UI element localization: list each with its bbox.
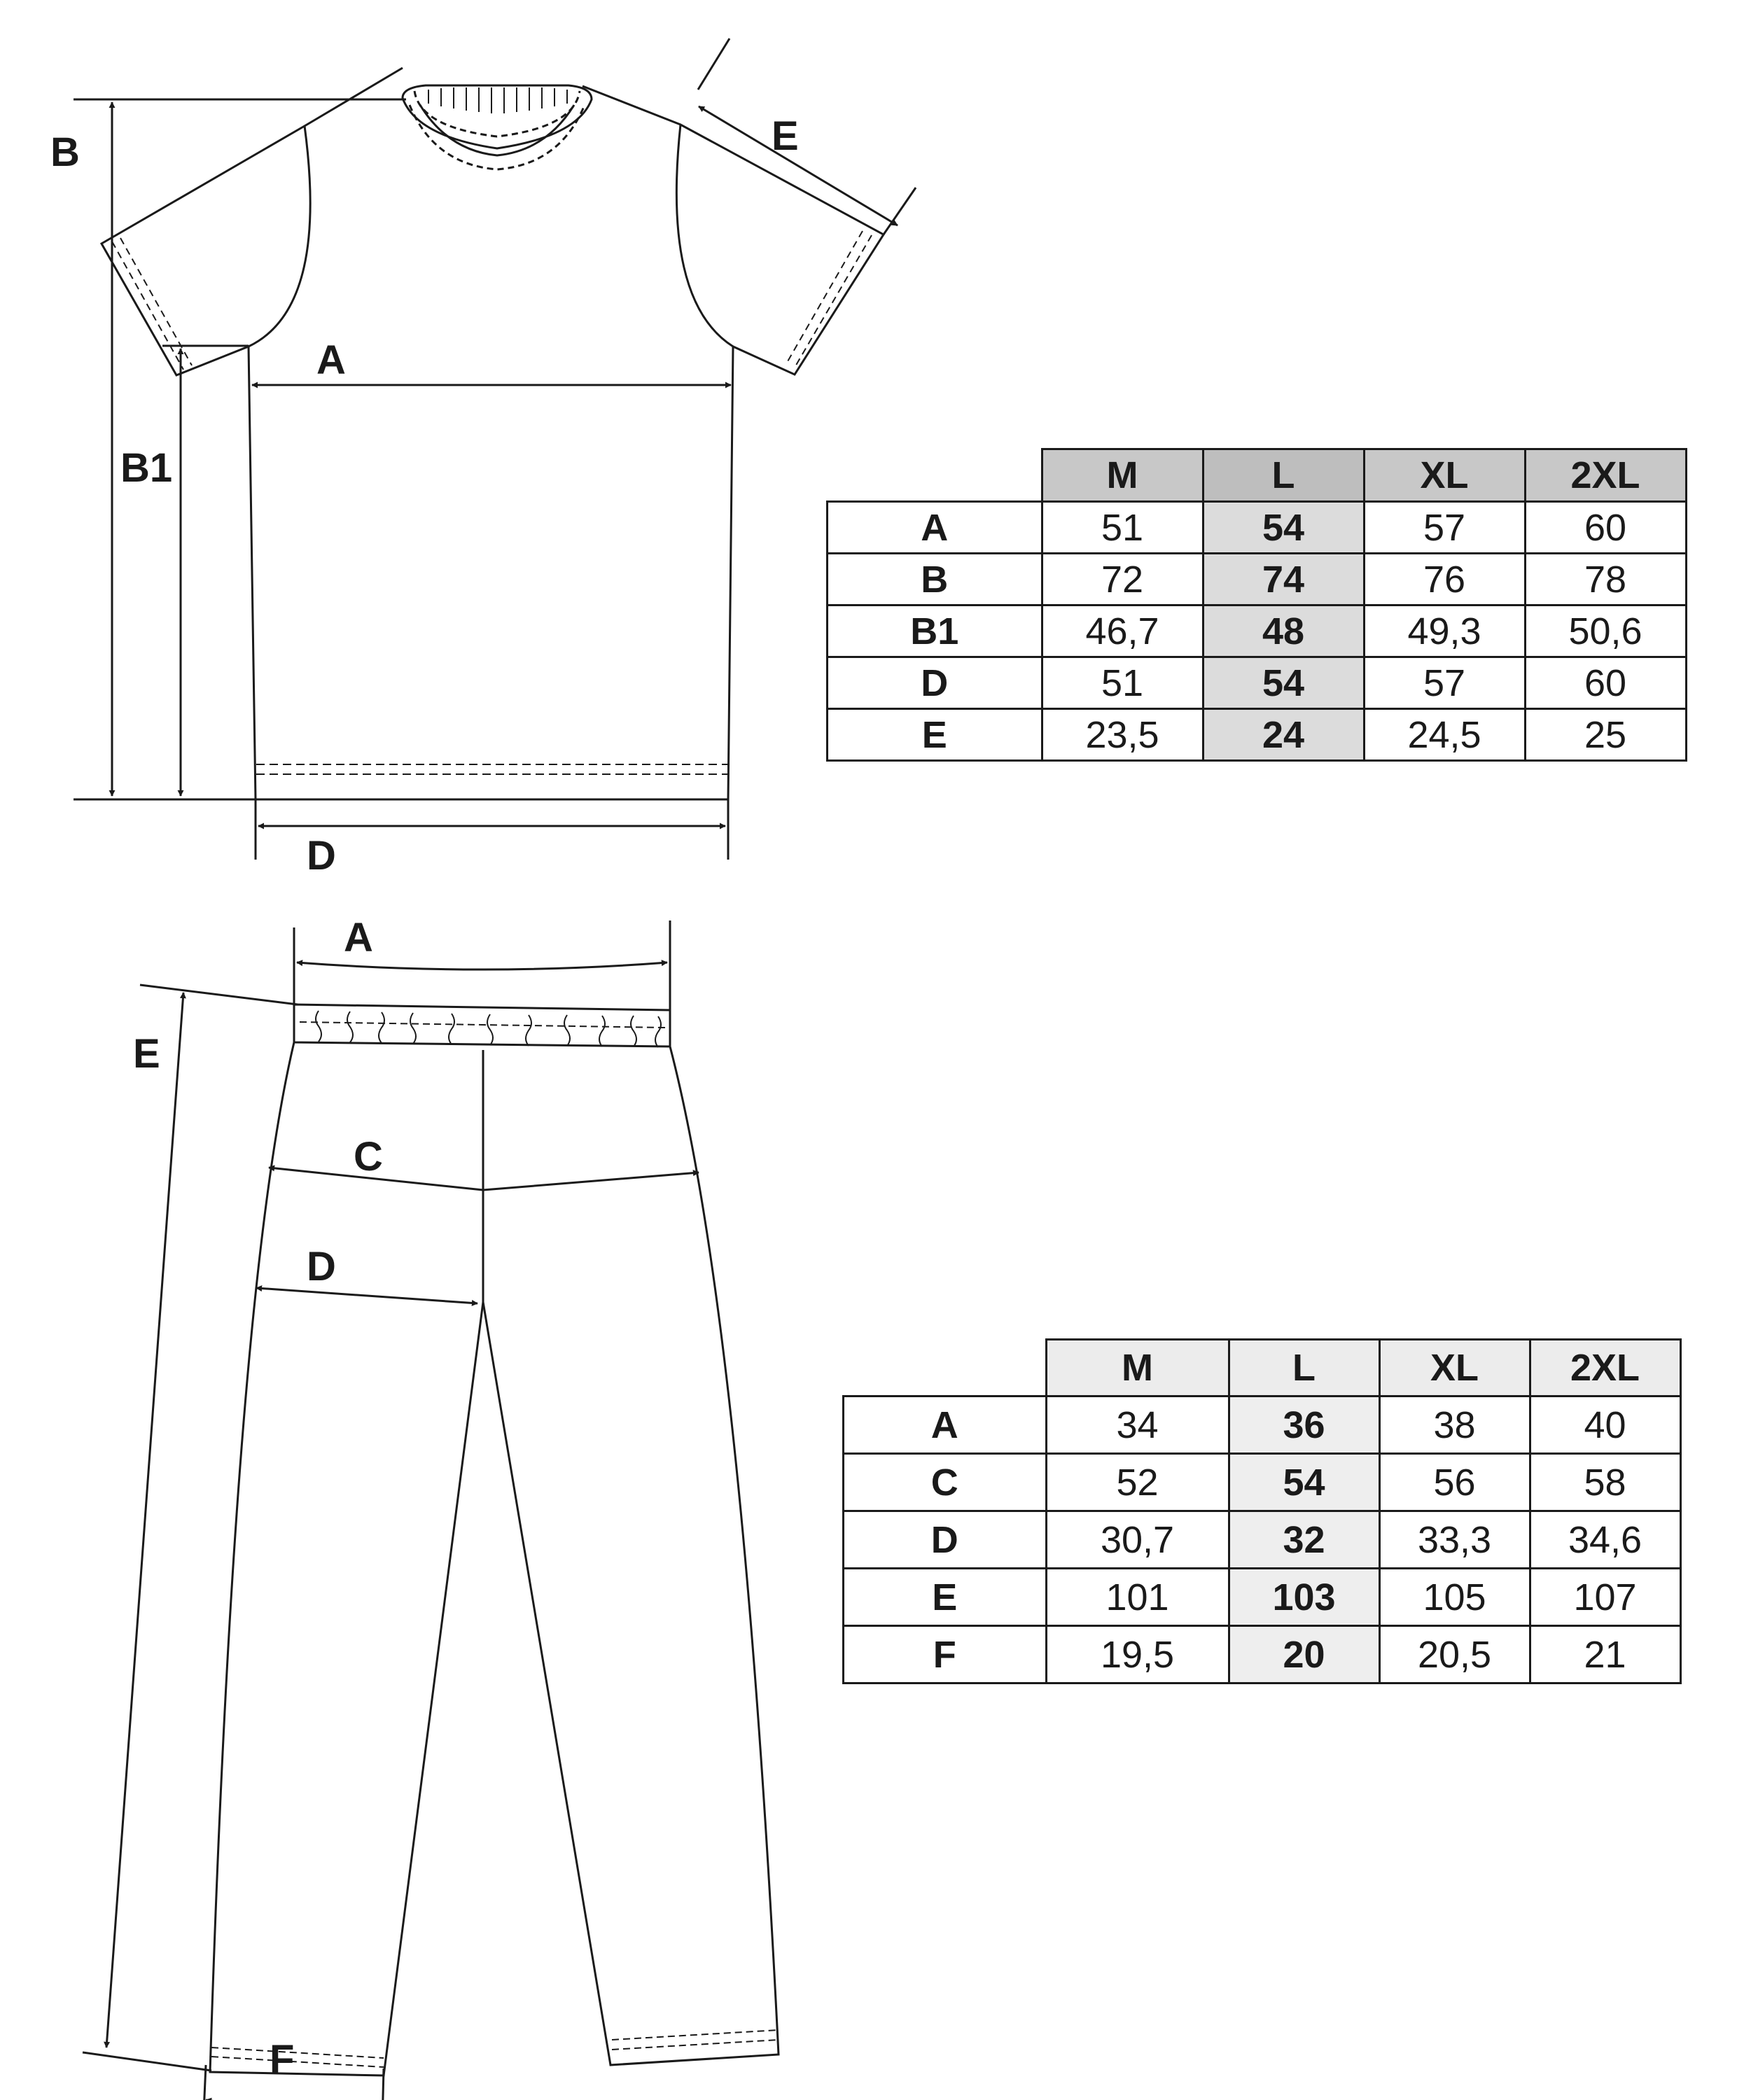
cell: 51 — [1040, 500, 1204, 554]
cell: 72 — [1040, 552, 1204, 606]
row-label: E — [826, 708, 1043, 762]
dim-pants-e-arrow — [104, 992, 186, 2048]
label-pants-c: C — [354, 1134, 383, 1180]
col-m: M — [1040, 448, 1204, 503]
cell: 50,6 — [1523, 604, 1687, 658]
cell-highlight: 32 — [1227, 1510, 1381, 1569]
pants-dimensions — [82, 920, 699, 2100]
pants-size-table: M L XL 2XL A 34 36 38 40 C 52 54 56 58 D… — [842, 1338, 1682, 1684]
cell: 19,5 — [1045, 1625, 1230, 1684]
cell: 23,5 — [1040, 708, 1204, 762]
dim-e-arrow — [698, 105, 898, 227]
table-header-row: M L XL 2XL — [843, 1338, 1682, 1397]
cell-highlight: 74 — [1201, 552, 1365, 606]
cell: 20,5 — [1378, 1625, 1531, 1684]
cell: 33,3 — [1378, 1510, 1531, 1569]
cell: 34 — [1045, 1395, 1230, 1455]
cell: 21 — [1528, 1625, 1682, 1684]
cell: 76 — [1362, 552, 1526, 606]
cell: 40 — [1528, 1395, 1682, 1455]
cell: 24,5 — [1362, 708, 1526, 762]
label-pants-e: E — [133, 1031, 160, 1077]
row-label: C — [842, 1452, 1047, 1512]
shirt-size-table: M L XL 2XL A 51 54 57 60 B 72 74 76 78 B… — [826, 448, 1687, 762]
cell: 105 — [1378, 1567, 1531, 1627]
table-row: A 51 54 57 60 — [826, 500, 1687, 554]
cell: 46,7 — [1040, 604, 1204, 658]
col-2xl: 2XL — [1523, 448, 1687, 503]
cell: 25 — [1523, 708, 1687, 762]
table-row: C 52 54 56 58 — [842, 1452, 1682, 1512]
col-2xl: 2XL — [1528, 1338, 1682, 1397]
cell: 56 — [1378, 1452, 1531, 1512]
cell-highlight: 36 — [1227, 1395, 1381, 1455]
pants-drawing — [209, 1003, 780, 2077]
row-label: E — [842, 1567, 1047, 1627]
cell-highlight: 103 — [1227, 1567, 1381, 1627]
pants-labels: A C D E F — [133, 915, 383, 2082]
label-shirt-b1: B1 — [120, 445, 172, 491]
row-label: D — [826, 656, 1043, 710]
cell: 34,6 — [1528, 1510, 1682, 1569]
cell: 52 — [1045, 1452, 1230, 1512]
cell: 60 — [1523, 500, 1687, 554]
cell: 101 — [1045, 1567, 1230, 1627]
cell: 78 — [1523, 552, 1687, 606]
col-xl: XL — [1362, 448, 1526, 503]
row-label: A — [826, 500, 1043, 554]
col-xl: XL — [1378, 1338, 1531, 1397]
tshirt-drawing — [99, 66, 886, 801]
label-shirt-e: E — [772, 113, 799, 159]
row-label: F — [842, 1625, 1047, 1684]
tshirt-labels: B B1 A D E — [50, 113, 799, 878]
cell: 57 — [1362, 500, 1526, 554]
table-row: A 34 36 38 40 — [842, 1395, 1682, 1455]
table-header-row: M L XL 2XL — [827, 448, 1687, 503]
label-pants-a: A — [344, 915, 373, 960]
cell: 58 — [1528, 1452, 1682, 1512]
cell-highlight: 54 — [1201, 500, 1365, 554]
cell: 57 — [1362, 656, 1526, 710]
label-shirt-a: A — [316, 337, 346, 383]
label-shirt-b: B — [50, 130, 80, 175]
cell: 38 — [1378, 1395, 1531, 1455]
row-label: B1 — [826, 604, 1043, 658]
cell: 60 — [1523, 656, 1687, 710]
cell-highlight: 24 — [1201, 708, 1365, 762]
table-row: E 101 103 105 107 — [842, 1567, 1682, 1627]
cell-highlight: 48 — [1201, 604, 1365, 658]
label-pants-d: D — [307, 1244, 336, 1289]
label-pants-f: F — [270, 2037, 294, 2082]
table-row: F 19,5 20 20,5 21 — [842, 1625, 1682, 1684]
col-l: L — [1201, 448, 1365, 503]
row-label: D — [842, 1510, 1047, 1569]
table-row: B1 46,7 48 49,3 50,6 — [826, 604, 1687, 658]
cell: 30,7 — [1045, 1510, 1230, 1569]
table-row: D 51 54 57 60 — [826, 656, 1687, 710]
table-row: E 23,5 24 24,5 25 — [826, 708, 1687, 762]
col-l: L — [1227, 1338, 1381, 1397]
table-row: D 30,7 32 33,3 34,6 — [842, 1510, 1682, 1569]
dim-pants-a-arrow — [296, 960, 668, 971]
cell: 107 — [1528, 1567, 1682, 1627]
row-label: B — [826, 552, 1043, 606]
cell-highlight: 54 — [1201, 656, 1365, 710]
dim-pants-c-arrow — [268, 1165, 699, 1191]
table-row: B 72 74 76 78 — [826, 552, 1687, 606]
cell-highlight: 20 — [1227, 1625, 1381, 1684]
tshirt-dimensions — [74, 38, 917, 860]
col-m: M — [1045, 1338, 1230, 1397]
row-label: A — [842, 1395, 1047, 1455]
cell-highlight: 54 — [1227, 1452, 1381, 1512]
cell: 49,3 — [1362, 604, 1526, 658]
cell: 51 — [1040, 656, 1204, 710]
label-shirt-d: D — [307, 833, 336, 878]
dim-pants-d-arrow — [256, 1285, 478, 1306]
